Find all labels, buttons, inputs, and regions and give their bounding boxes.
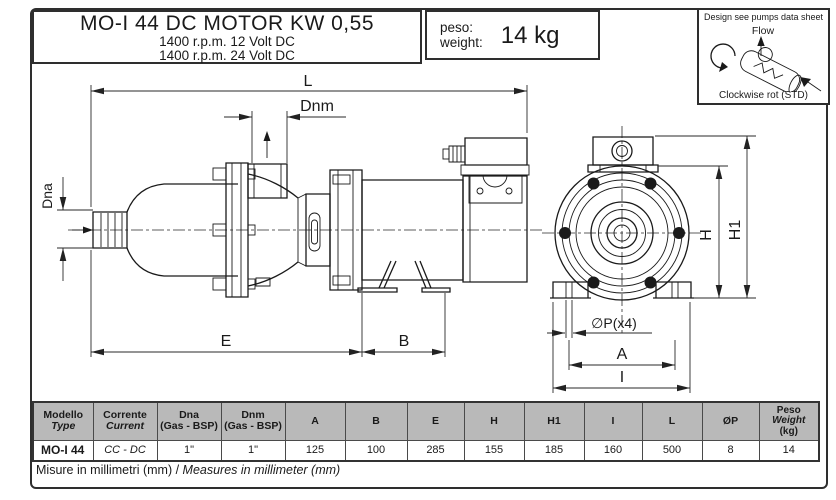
weight-label-en: weight: [440,35,483,50]
info-box: Design see pumps data sheet Flow C [697,8,830,105]
col-header-i: I [583,401,643,441]
cell-h1: 185 [523,439,585,462]
svg-text:H: H [698,229,715,241]
cell-b: 100 [344,439,408,462]
cell-i: 160 [583,439,643,462]
title-subtitle-12v: 1400 r.p.m. 12 Volt DC [159,34,295,49]
dimension-L: L [90,73,528,207]
svg-text:A: A [617,346,628,363]
cell-dna: 1" [156,439,222,462]
col-header-e: E [406,401,465,441]
cell-e: 285 [406,439,465,462]
weight-labels: peso: weight: [427,20,483,50]
svg-text:H1: H1 [727,220,744,241]
col-header-dnm: Dnm(Gas - BSP) [220,401,286,441]
weight-label-it: peso: [440,20,474,35]
motor-feet-front [550,281,694,299]
footer-note-en: Measures in millimeter (mm) [182,463,341,477]
svg-text:L: L [304,73,313,90]
dimension-E: E [90,250,363,357]
cell-weight: 14 [758,439,820,462]
weight-box: peso: weight: 14 kg [425,10,600,60]
terminal-box-front [587,136,659,173]
accumulator-tank [126,183,238,277]
col-header-h: H [463,401,525,441]
flow-arrow-icon [757,36,765,56]
svg-text:I: I [620,369,624,386]
cell-p: 8 [701,439,760,462]
rotation-arrow-icon [710,43,736,72]
svg-text:B: B [399,333,410,350]
title-block: MO-I 44 DC MOTOR KW 0,55 1400 r.p.m. 12 … [32,10,422,64]
footer-note: Misure in millimetri (mm) / Measures in … [36,463,340,477]
cell-model: MO-I 44 [32,439,94,462]
front-view [542,126,702,334]
motor-body [361,175,528,283]
motor-end-circles [554,165,690,301]
dimension-H: H [658,165,728,298]
col-header-l: L [641,401,703,441]
housing-bolts [559,177,685,289]
dimension-I: I [552,302,691,393]
footer-note-it: Misure in millimetri (mm) / [36,463,183,477]
dimension-B: B [362,293,446,357]
table-data-row: MO-I 44 CC - DC 1" 1" 125 100 285 155 18… [32,439,820,462]
cell-current: CC - DC [92,439,158,462]
cell-l: 500 [641,439,703,462]
info-note: Design see pumps data sheet [703,12,824,22]
col-header-b: B [344,401,408,441]
pump-casing [247,173,331,287]
svg-text:∅P(x4): ∅P(x4) [591,315,637,331]
title-subtitle-24v: 1400 r.p.m. 24 Volt DC [159,48,295,63]
cell-dnm: 1" [220,439,286,462]
rotation-label: Clockwise rot (STD) [719,90,808,101]
cell-a: 125 [284,439,346,462]
dimension-Dnm: Dnm [224,98,346,163]
dimension-P: ∅P(x4) [547,300,652,338]
motor-adapter-flange [329,169,363,291]
col-header-a: A [284,401,346,441]
svg-text:Dna: Dna [39,183,55,209]
page-title: MO-I 44 DC MOTOR KW 0,55 [80,12,374,35]
weight-value: 14 kg [500,22,560,49]
shaft-arrow-icon [800,77,822,92]
svg-text:E: E [221,333,232,350]
dimension-H1: H1 [655,135,756,299]
cell-h: 155 [463,439,525,462]
side-view [68,131,545,298]
pump-body-sketch [740,47,802,92]
motor-feet-side [357,260,451,293]
inlet-flow-arrow [72,226,93,234]
dimension-A: A [568,340,676,370]
col-header-h1: H1 [523,401,585,441]
pump-sketch: Flow [710,25,822,92]
flow-label: Flow [752,25,775,37]
svg-text:Dnm: Dnm [300,98,334,115]
dimension-Dna: Dna [39,177,93,281]
col-header-dna: Dna(Gas - BSP) [156,401,222,441]
pump-flange [212,162,256,298]
outlet-port [247,131,288,199]
terminal-box-side [442,137,530,204]
col-header-op: ØP [701,401,760,441]
